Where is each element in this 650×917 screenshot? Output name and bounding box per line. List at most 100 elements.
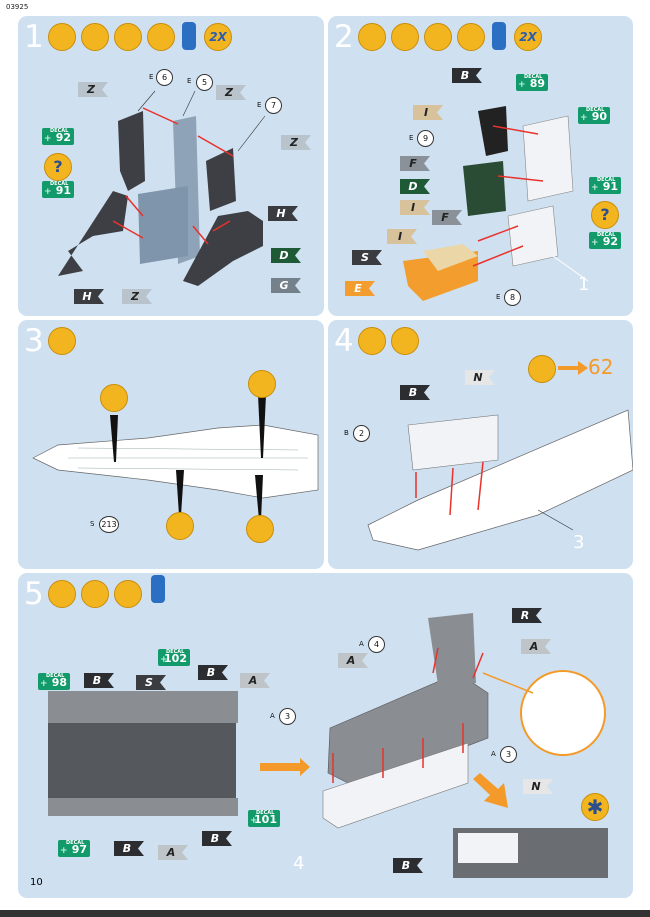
decal-102: DECAL+102 [158, 649, 190, 666]
go-to-arrow-icon [558, 361, 588, 375]
glue-icon [151, 575, 165, 603]
color-flag-s: S [352, 250, 382, 265]
glue-icon [182, 22, 196, 50]
seat-detail-diagram [403, 106, 589, 301]
color-flag-d: D [400, 179, 430, 194]
part-e5: 5 [196, 74, 213, 91]
step-3-panel: 3 213 S [18, 320, 324, 569]
optional-asterisk-icon: ✱ [581, 793, 609, 821]
decal-soak-icon [457, 23, 485, 51]
page-number: 10 [30, 877, 43, 888]
step-1-panel: 1 2X 6 E 5 E 7 E Z Z Z Z H H D G DECAL+9… [18, 16, 324, 316]
part-e6: 6 [156, 69, 173, 86]
clock-icon [114, 23, 142, 51]
color-flag-a: A [158, 845, 188, 860]
part-prefix-a3: A [270, 712, 275, 720]
part-b2: 2 [353, 425, 370, 442]
color-flag-i: I [413, 105, 443, 120]
decal-98: DECAL+98 [38, 673, 70, 690]
part-prefix-a3: A [491, 750, 496, 758]
brush-icon [48, 23, 76, 51]
color-flag-i: I [400, 200, 430, 215]
color-flag-f: F [400, 156, 430, 171]
part-a4: 4 [368, 636, 385, 653]
part-e7: 7 [265, 97, 282, 114]
step-4-number: 4 [334, 323, 354, 359]
paint-icon [81, 580, 109, 608]
part-a3: 3 [500, 746, 517, 763]
footer-bar [0, 910, 650, 917]
color-flag-b: B [452, 68, 482, 83]
step-4-panel: 4 62 2 B B N 3 [328, 320, 633, 569]
color-flag-e: E [345, 281, 375, 296]
glue-point-icon [248, 370, 276, 398]
decal-soak-icon [147, 23, 175, 51]
color-flag-z: Z [281, 135, 311, 150]
decal-92: DECAL+92 [589, 232, 621, 249]
part-prefix-a4: A [359, 640, 364, 648]
brush-icon [48, 580, 76, 608]
color-flag-z: Z [122, 289, 152, 304]
glue-point-icon [246, 515, 274, 543]
fuselage-underside-diagram [32, 395, 319, 520]
color-flag-a: A [521, 639, 551, 654]
glue-icon [492, 22, 506, 50]
color-flag-i: I [387, 229, 417, 244]
paint-icon [391, 327, 419, 355]
decal-soak-icon [114, 580, 142, 608]
part-s213: 213 [99, 516, 119, 533]
part-e9: 9 [417, 130, 434, 147]
repeat-badge: 2X [514, 23, 542, 51]
part-prefix-s213: S [90, 520, 95, 528]
decal-97: DECAL+97 [58, 840, 90, 857]
color-flag-z: Z [216, 85, 246, 100]
part-prefix-e6: E [149, 73, 154, 81]
step-2-panel: 2 2X B I F D I F I S E 9 E 8 E DECAL+89 … [328, 16, 633, 316]
color-flag-b: B [393, 858, 423, 873]
color-flag-a: A [240, 673, 270, 688]
paint-pot-icon [528, 355, 556, 383]
color-flag-f: F [432, 210, 462, 225]
repeat-badge: 2X [204, 23, 232, 51]
decal-90: DECAL+90 [578, 107, 610, 124]
paint-icon [391, 23, 419, 51]
glue-point-icon [100, 384, 128, 412]
decal-91: DECAL+91 [589, 177, 621, 194]
step-3-number: 3 [24, 323, 44, 359]
subassembly-ref-4: 4 [293, 853, 305, 874]
color-flag-h: H [74, 289, 104, 304]
subassembly-ref-3: 3 [573, 532, 585, 553]
go-to-step: 62 [588, 355, 614, 379]
subassembly-ref-1: 1 [578, 274, 590, 295]
step-2-number: 2 [334, 19, 354, 55]
part-prefix-e9: E [409, 134, 414, 142]
color-flag-h: H [268, 206, 298, 221]
color-flag-b: B [202, 831, 232, 846]
clock-icon [424, 23, 452, 51]
brush-icon [358, 327, 386, 355]
step-1-number: 1 [24, 19, 44, 55]
color-flag-a: A [338, 653, 368, 668]
step-5-panel: 5 DECAL+98 DECAL+102 DECAL+97 DECAL+101 … [18, 573, 633, 898]
brush-icon [48, 327, 76, 355]
paint-icon [81, 23, 109, 51]
seat-assembly-diagram [58, 90, 266, 286]
brush-icon [358, 23, 386, 51]
part-e8: 8 [504, 289, 521, 306]
decal-89: DECAL+89 [516, 74, 548, 91]
color-flag-b: B [114, 841, 144, 856]
fuselage-assembly-diagram [48, 613, 608, 878]
color-flag-b: B [198, 665, 228, 680]
doc-code: 03925 [6, 3, 29, 11]
glue-point-icon [166, 512, 194, 540]
question-icon: ? [591, 201, 619, 229]
part-prefix-e7: E [257, 101, 262, 109]
part-a3: 3 [279, 708, 296, 725]
color-flag-r: R [512, 608, 542, 623]
color-flag-b: B [400, 385, 430, 400]
question-icon: ? [44, 153, 72, 181]
color-flag-b: B [84, 673, 114, 688]
part-prefix-e8: E [496, 293, 501, 301]
decal-92: DECAL+92 [42, 128, 74, 145]
color-flag-z: Z [78, 82, 108, 97]
